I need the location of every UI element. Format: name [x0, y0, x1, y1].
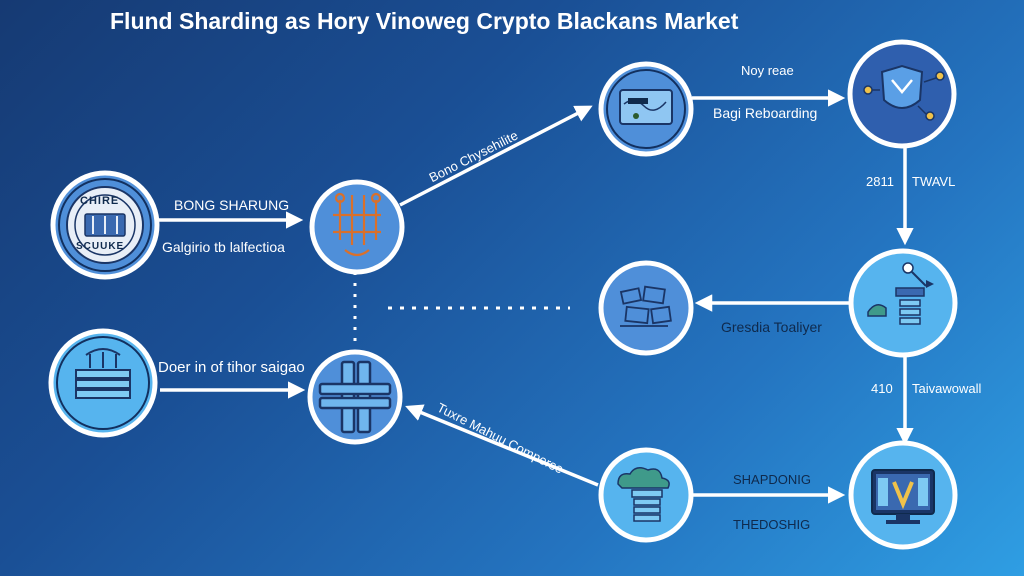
crossed-keys-icon	[333, 192, 382, 257]
label-down-1-text: TWAVL	[912, 174, 956, 189]
node-key-hub	[309, 179, 405, 275]
shield-network-icon	[863, 64, 945, 121]
map-panel-icon	[619, 89, 673, 125]
scattered-blocks-icon	[619, 285, 672, 327]
node-seal-badge	[50, 170, 160, 280]
node-shield-network	[847, 39, 957, 149]
label-server-text: Doer in of tihor saigao	[158, 359, 305, 376]
seal-text-bottom: SCUUKE	[76, 241, 125, 252]
node-validator-stack	[848, 248, 958, 358]
arrow-cloud-to-crosschain	[405, 404, 599, 487]
validator-stack-icon	[867, 262, 934, 325]
label-right-top-2: Bagi Reboarding	[713, 105, 818, 121]
label-mid-caption: Gresdia Toaliyer	[721, 319, 822, 335]
node-map-panel	[598, 61, 694, 157]
arrow-keyhub-to-map	[399, 105, 593, 207]
label-down-2-text: Taivawowall	[912, 381, 982, 396]
label-down-2-num: 410	[871, 381, 893, 396]
label-bottom-1: SHAPDONIG	[733, 472, 812, 487]
node-cloud-stack	[598, 447, 694, 543]
node-server-block	[48, 328, 158, 438]
node-scattered-wallet	[598, 260, 694, 356]
seal-badge-icon	[66, 186, 144, 264]
server-block-icon	[75, 348, 131, 399]
label-bottom-2: THEDOSHIG	[733, 517, 811, 532]
label-seal-sub: Galgirio tb lalfectioa	[162, 239, 285, 255]
node-ledger-monitor	[848, 440, 958, 550]
seal-text-top: CHIRE	[80, 195, 120, 207]
cross-chain-icon	[318, 360, 392, 434]
cloud-stack-icon	[617, 467, 670, 522]
label-right-top-1: Noy reae	[741, 63, 794, 78]
connectors	[158, 89, 914, 504]
ledger-monitor-icon	[871, 469, 935, 524]
label-seal-title: BONG SHARUNG	[174, 197, 290, 213]
page-title: Flund Sharding as Hory Vinoweg Crypto Bl…	[110, 8, 739, 34]
label-down-1-num: 2811	[866, 174, 894, 189]
node-cross-chain	[307, 349, 403, 445]
